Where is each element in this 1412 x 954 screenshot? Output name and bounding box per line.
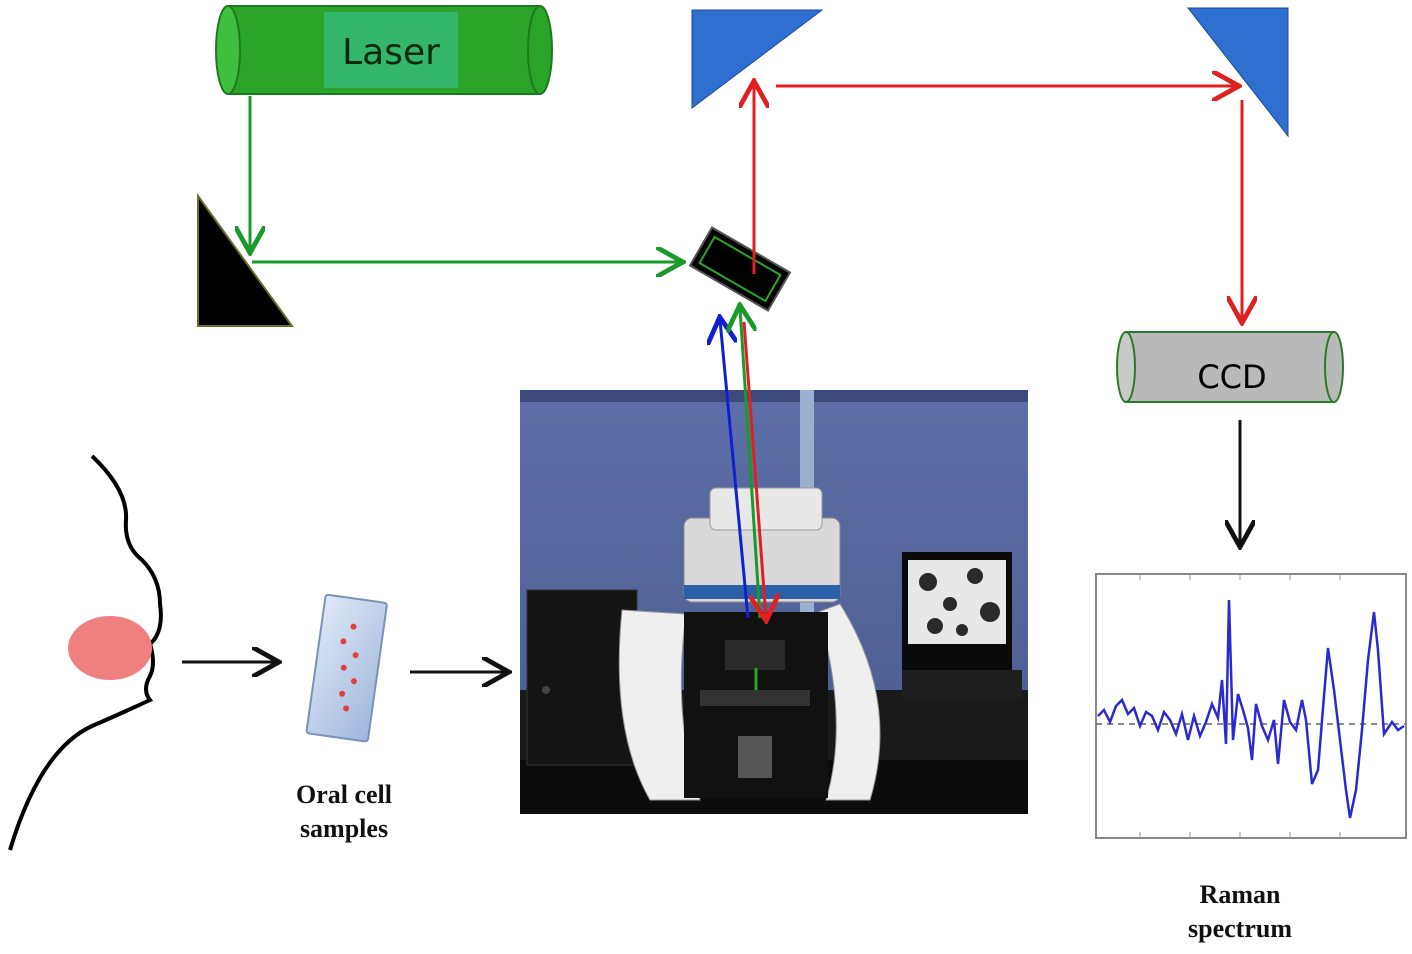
- spectrum-line: [1097, 599, 1405, 819]
- cheek-icon: [68, 616, 152, 680]
- laser-label: Laser: [342, 32, 440, 73]
- ccd-label: CCD: [1197, 358, 1266, 396]
- laser-source: Laser: [215, 5, 553, 95]
- raman-caption-line1: Raman: [1199, 880, 1281, 909]
- prism-right-icon: [1186, 7, 1289, 138]
- ccd-detector: CCD: [1116, 331, 1344, 403]
- sample-beams: [720, 308, 766, 618]
- oral-cell-caption-line1: Oral cell: [295, 780, 392, 809]
- prism-left-icon: [691, 9, 824, 110]
- face-profile-icon: [8, 454, 163, 851]
- microscope-photo: [520, 390, 1028, 814]
- turning-mirror-icon: [197, 192, 294, 327]
- dichroic-filter-icon: [688, 226, 792, 312]
- oral-cell-caption-line2: samples: [299, 814, 389, 843]
- raman-spectrum-caption: Raman spectrum: [1150, 878, 1330, 946]
- slide-icon: [305, 593, 388, 743]
- raman-caption-line2: spectrum: [1188, 914, 1292, 943]
- excitation-beam: [250, 96, 680, 262]
- scattered-beam: [754, 84, 1242, 320]
- oral-cell-samples-caption: Oral cell samples: [260, 778, 428, 846]
- raman-spectrum-plot: [1095, 573, 1407, 839]
